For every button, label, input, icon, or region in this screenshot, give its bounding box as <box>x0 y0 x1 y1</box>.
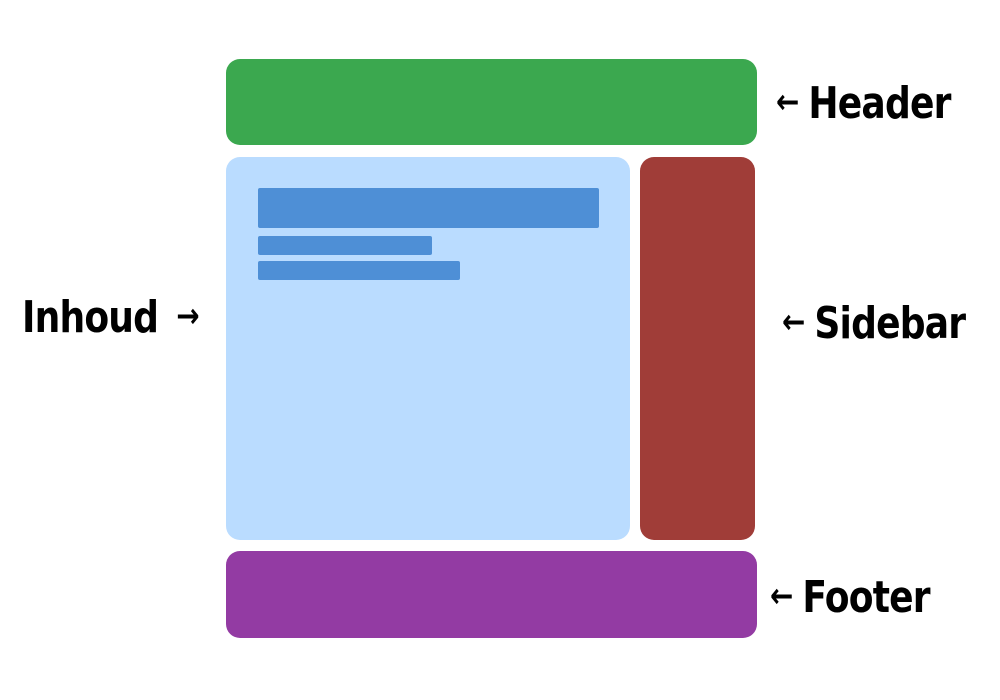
right-arrow-icon: → <box>176 296 199 336</box>
header-label-text: Header <box>808 78 951 129</box>
content-line <box>258 261 460 280</box>
sidebar-block <box>640 157 755 540</box>
content-line <box>258 188 599 228</box>
sidebar-label: ← Sidebar <box>782 298 966 349</box>
header-block <box>226 59 757 145</box>
sidebar-label-text: Sidebar <box>814 298 966 349</box>
content-label: Inhoud → <box>22 292 200 343</box>
footer-label: ← Footer <box>770 572 931 623</box>
footer-label-text: Footer <box>802 572 930 623</box>
left-arrow-icon: ← <box>782 302 805 342</box>
left-arrow-icon: ← <box>776 82 799 122</box>
content-block <box>226 157 630 540</box>
left-arrow-icon: ← <box>770 576 793 616</box>
content-line <box>258 236 432 255</box>
footer-block <box>226 551 757 638</box>
header-label: ← Header <box>776 82 951 126</box>
content-label-text: Inhoud <box>22 292 159 343</box>
